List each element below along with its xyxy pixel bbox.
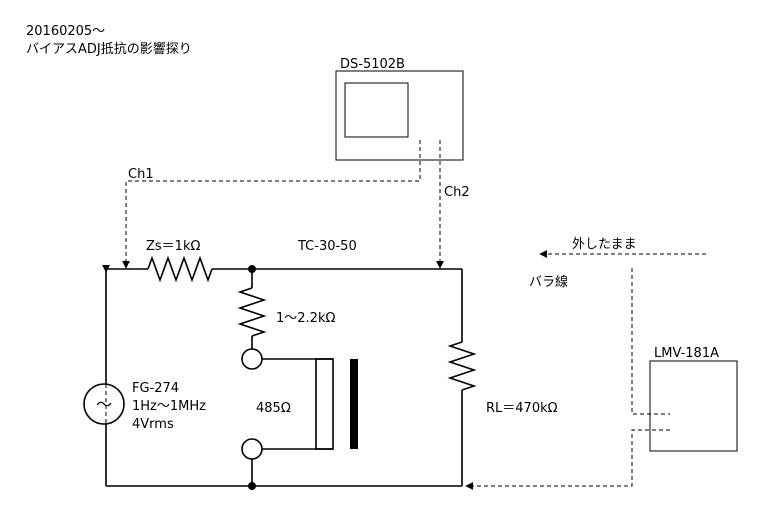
junction-bottom <box>248 482 256 490</box>
terminal-top <box>241 348 263 370</box>
oscilloscope-screen <box>344 82 409 138</box>
zs-resistor <box>147 255 213 283</box>
rl-resistor <box>447 341 477 391</box>
coil-label: 485Ω <box>256 401 291 416</box>
oscilloscope-body <box>335 70 464 161</box>
transformer-label: TC-30-50 <box>297 239 357 254</box>
oscilloscope: DS-5102B <box>335 57 464 161</box>
adj-resistor-label: 1～2.2kΩ <box>276 311 335 326</box>
function-generator: ～ FG-274 1Hz～1MHz 4Vrms <box>83 381 206 432</box>
generator-frequency: 1Hz～1MHz <box>132 399 206 414</box>
generator-model: FG-274 <box>132 381 179 396</box>
header-title: バイアスADJ抵抗の影響探り <box>26 41 192 57</box>
ch1-probe-line <box>122 140 421 269</box>
meter-lead-2 <box>465 429 670 490</box>
meter-label: LMV-181A <box>654 346 719 361</box>
meter-body <box>649 360 738 452</box>
loose-wire-note: バラ線 <box>529 274 568 290</box>
ch1-label: Ch1 <box>128 167 154 182</box>
adj-resistor <box>237 287 267 337</box>
rl-label: RL＝470kΩ <box>486 401 558 416</box>
circuit-wiring <box>105 255 477 490</box>
transformer-core <box>350 359 358 449</box>
ac-voltmeter: LMV-181A <box>649 346 738 452</box>
terminal-bottom <box>241 438 263 460</box>
oscilloscope-label: DS-5102B <box>340 57 405 72</box>
generator-level: 4Vrms <box>132 417 174 432</box>
ch2-label: Ch2 <box>444 185 470 200</box>
meter-lead-1 <box>631 268 670 415</box>
zs-label: Zs＝1kΩ <box>146 239 200 254</box>
generator-symbol <box>83 383 125 425</box>
coil <box>315 358 334 450</box>
header-date: 20160205～ <box>26 24 105 39</box>
ac-source-icon: ～ <box>96 395 112 414</box>
disconnected-note: 外したまま <box>572 237 637 252</box>
junction-top <box>248 265 256 273</box>
